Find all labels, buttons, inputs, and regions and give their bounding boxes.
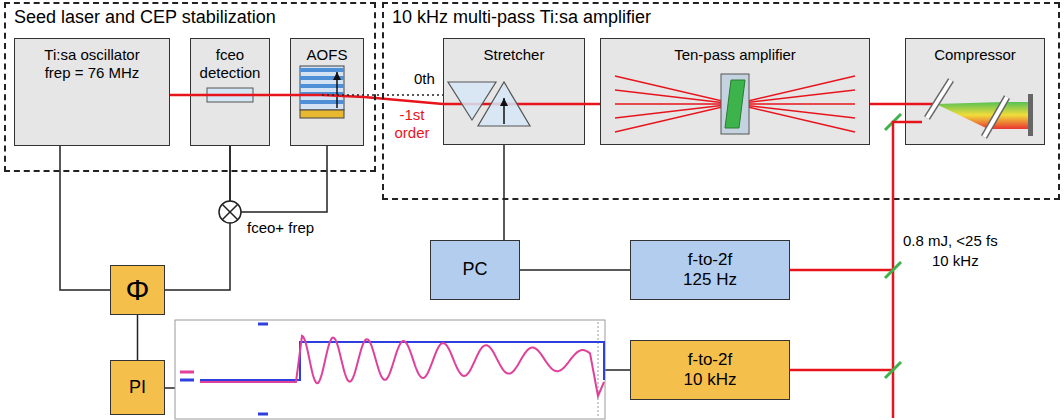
acoustic-wave [300, 68, 344, 72]
box-label: 125 Hz [683, 270, 737, 290]
mixer-symbol [222, 204, 238, 220]
box-label: fceo detection [195, 46, 265, 82]
group-title: Seed laser and CEP stabilization [14, 7, 276, 29]
prism [478, 82, 530, 126]
scope-cursor [598, 322, 599, 418]
multipass-beams [615, 76, 855, 132]
signal-line [60, 146, 110, 290]
signal-wire [165, 387, 175, 389]
laser-beam [270, 94, 290, 97]
controller-box: PI [110, 360, 165, 415]
interferometer-box: f-to-2f10 kHz [630, 340, 790, 400]
laser-beam [585, 103, 600, 106]
box-label: Φ [126, 272, 150, 308]
scope-marker [180, 379, 194, 382]
trigger-trace [200, 342, 604, 380]
oscillator-box: Ti:sa oscillatorfrep = 76 MHz [14, 38, 170, 146]
end-mirror [1028, 94, 1033, 136]
box-label: frep = 76 MHz [45, 64, 140, 82]
laser-beam [170, 94, 190, 97]
pulse-spec: 0.8 mJ, <25 fs [903, 232, 998, 250]
box-label: Ten-pass amplifier [674, 46, 796, 64]
output-beam [893, 122, 922, 418]
signal-line [503, 145, 505, 240]
tisa-crystal [725, 80, 745, 128]
split-beam [790, 269, 893, 272]
mixer-symbol [219, 201, 241, 223]
box-label: f-to-2f [688, 250, 732, 270]
box-label: PI [129, 377, 146, 399]
box-label: f-to-2f [688, 350, 732, 370]
mixer-symbol [222, 204, 238, 220]
box-label: PC [462, 259, 487, 281]
scope-marker [258, 323, 268, 326]
fringe-trace [200, 336, 604, 396]
wave-arrow [336, 72, 338, 108]
beam-splitter [885, 262, 901, 278]
grating [984, 97, 1007, 137]
zero-order-beam [322, 94, 443, 96]
split-beam [790, 369, 893, 372]
signal-label: fceo+ frep [245, 219, 316, 237]
interferometer-box: f-to-2f125 Hz [630, 240, 790, 300]
scope-screen [175, 320, 605, 419]
translation-arrow [503, 98, 505, 124]
beam-splitter [885, 362, 901, 378]
laser-beam [190, 94, 270, 97]
signal-line [520, 269, 630, 271]
crystal-mount [721, 74, 749, 134]
scope-marker [258, 413, 268, 416]
transducer [300, 110, 344, 118]
group-title: 10 kHz multi-pass Ti:sa amplifier [392, 7, 651, 29]
signal-line [230, 146, 327, 212]
signal-wire [605, 369, 630, 371]
box-label: Compressor [934, 46, 1016, 64]
computer-box: PC [430, 240, 520, 300]
scope-marker [180, 371, 194, 374]
box-label: Stretcher [484, 46, 545, 64]
grating [927, 80, 951, 118]
box-label: 10 kHz [684, 370, 737, 390]
signal-line [137, 315, 139, 360]
grating [927, 80, 951, 118]
phase-detector-box: Φ [110, 265, 165, 315]
order-label: 0th [414, 70, 435, 88]
laser-beam [870, 103, 905, 106]
pulse-spec: 10 kHz [932, 252, 979, 270]
order-label: -1st order [388, 106, 436, 142]
aom-crystal [300, 66, 344, 110]
grating [984, 97, 1007, 137]
box-label: AOFS [307, 46, 348, 64]
box-label: Ti:sa oscillator [44, 46, 139, 64]
